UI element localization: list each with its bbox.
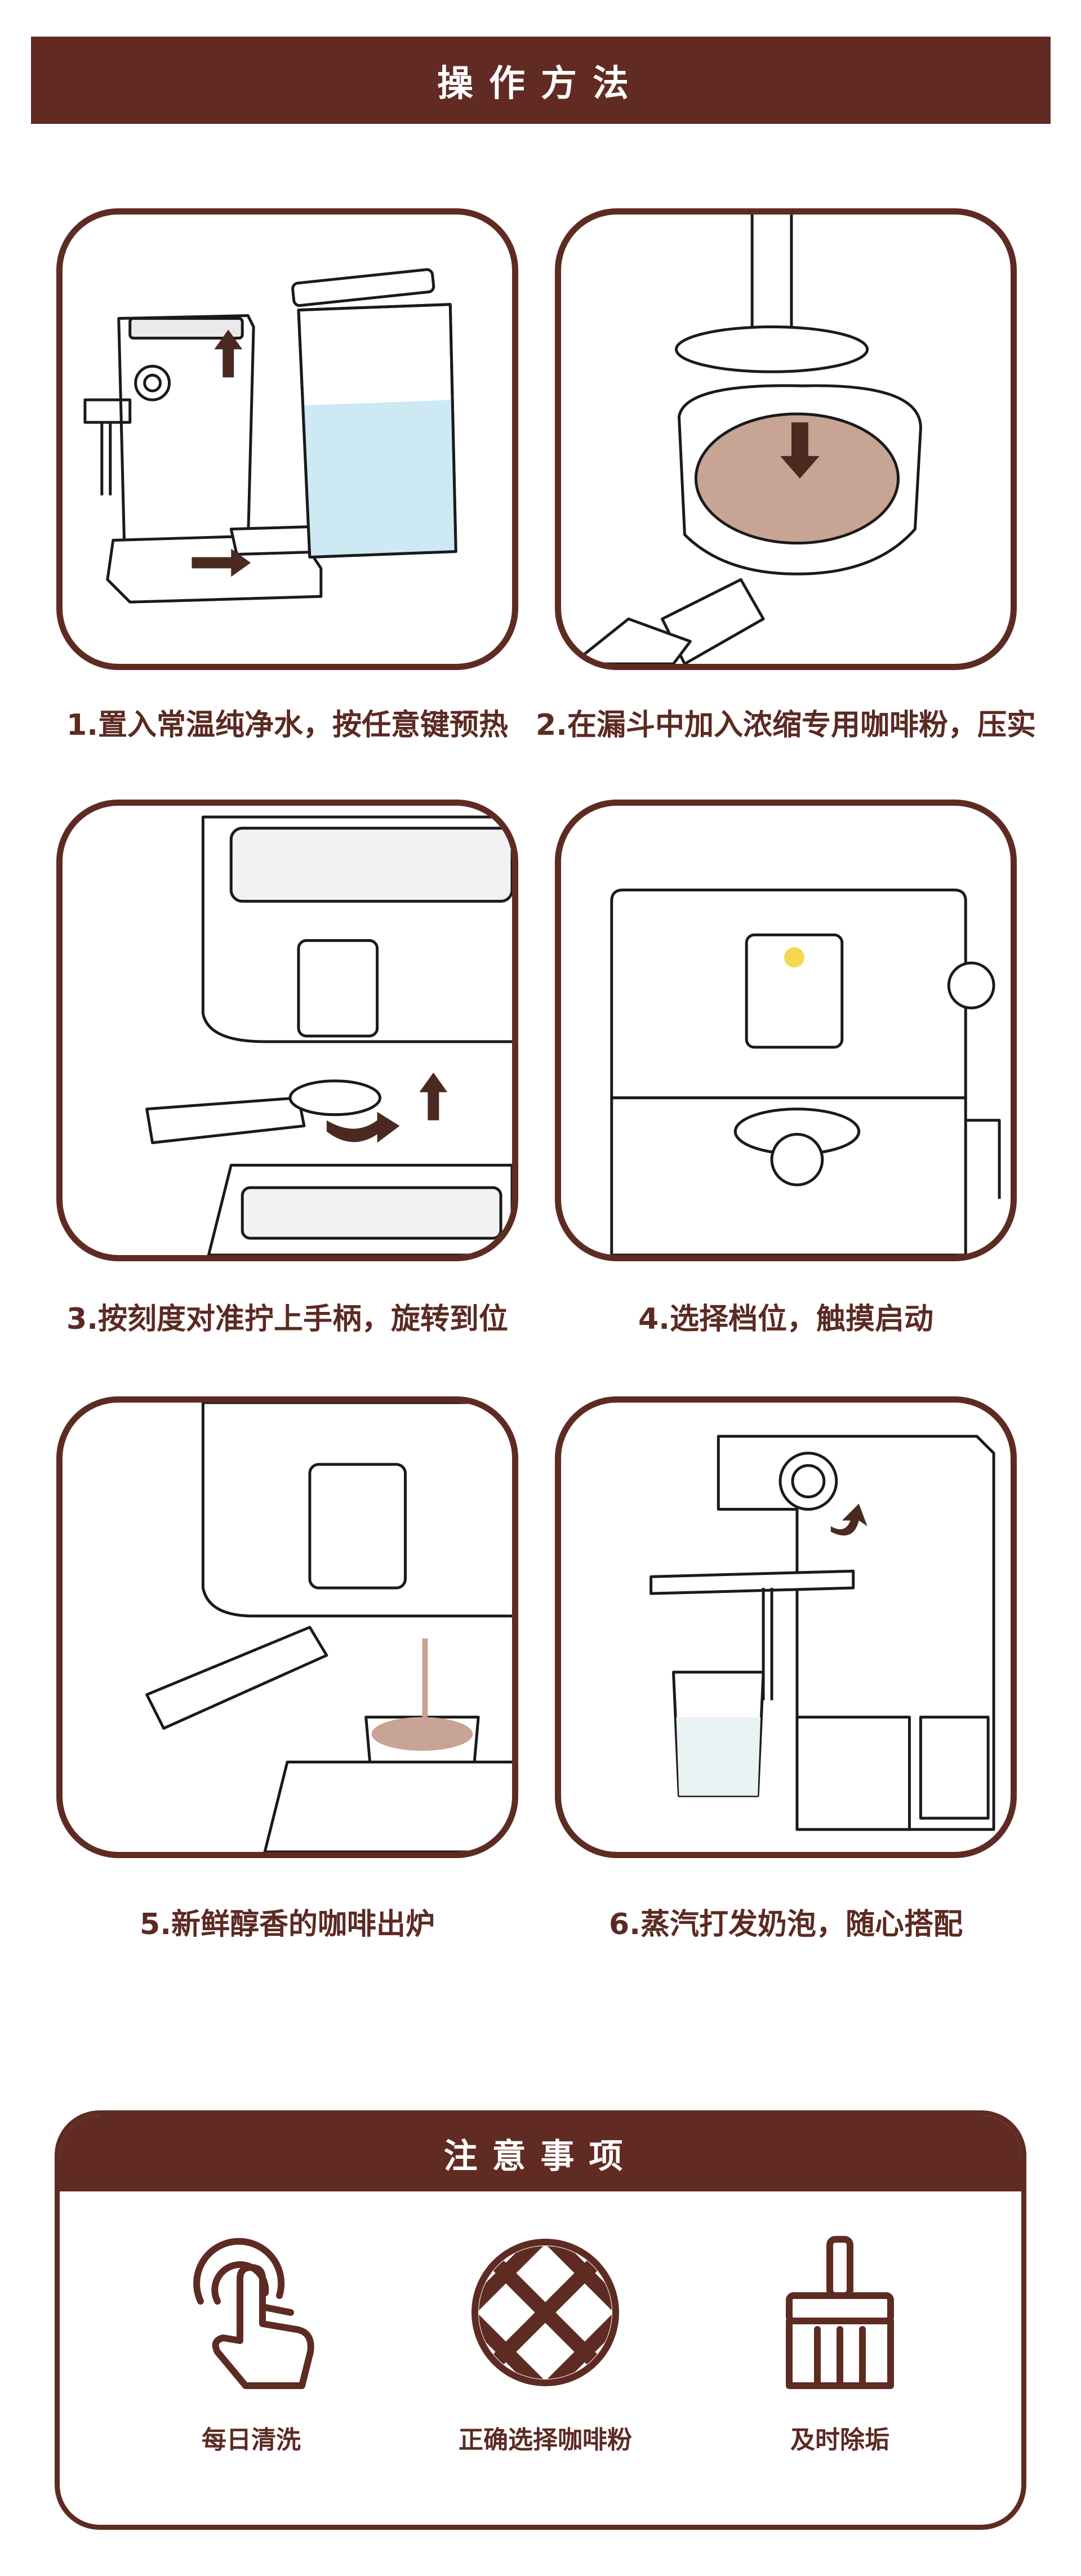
- step-1-card: [56, 208, 518, 670]
- step-1-caption: 1.置入常温纯净水，按任意键预热: [66, 708, 508, 742]
- machine-water-tank-illustration: [83, 268, 457, 604]
- note-item-daily-clean: 每日清洗: [133, 2228, 370, 2456]
- notes-header: 注意事项: [60, 2115, 1021, 2191]
- step-6-card: [555, 1396, 1017, 1858]
- method-title: 操作方法: [437, 62, 644, 105]
- note-label-daily-clean: 每日清洗: [202, 2426, 301, 2454]
- attach-portafilter-illustration: [145, 815, 512, 1255]
- step-5-caption: 5.新鲜醇香的咖啡出炉: [140, 1908, 435, 1941]
- note-item-coffee-powder: 正确选择咖啡粉: [427, 2228, 664, 2456]
- note-item-descaling: 及时除垢: [722, 2228, 958, 2456]
- coffee-grind-icon: [471, 2239, 619, 2386]
- step-4-caption: 4.选择档位，触摸启动: [638, 1302, 933, 1336]
- select-mode-illustration: [610, 889, 1001, 1255]
- tamper-portafilter-illustration: [571, 215, 922, 664]
- step-4-card: [555, 800, 1017, 1261]
- note-label-descaling: 及时除垢: [790, 2426, 889, 2454]
- notes-title: 注意事项: [443, 2137, 638, 2176]
- notes-panel: 注意事项 每日清洗 正确选择咖啡粉: [55, 2110, 1026, 2530]
- step-2-card: [555, 208, 1017, 670]
- hand-pointer-icon: [193, 2238, 314, 2389]
- note-label-coffee-powder: 正确选择咖啡粉: [459, 2426, 632, 2454]
- brew-coffee-illustration: [145, 1403, 512, 1852]
- method-banner: 操作方法: [31, 37, 1051, 124]
- step-3-caption: 3.按刻度对准拧上手柄，旋转到位: [66, 1302, 508, 1336]
- step-5-card: [56, 1396, 518, 1858]
- brush-icon: [786, 2236, 894, 2389]
- steam-milk-illustration: [650, 1435, 995, 1831]
- step-6-caption: 6.蒸汽打发奶泡，随心搭配: [609, 1908, 963, 1941]
- step-3-card: [56, 800, 518, 1261]
- step-2-caption: 2.在漏斗中加入浓缩专用咖啡粉，压实: [536, 708, 1036, 742]
